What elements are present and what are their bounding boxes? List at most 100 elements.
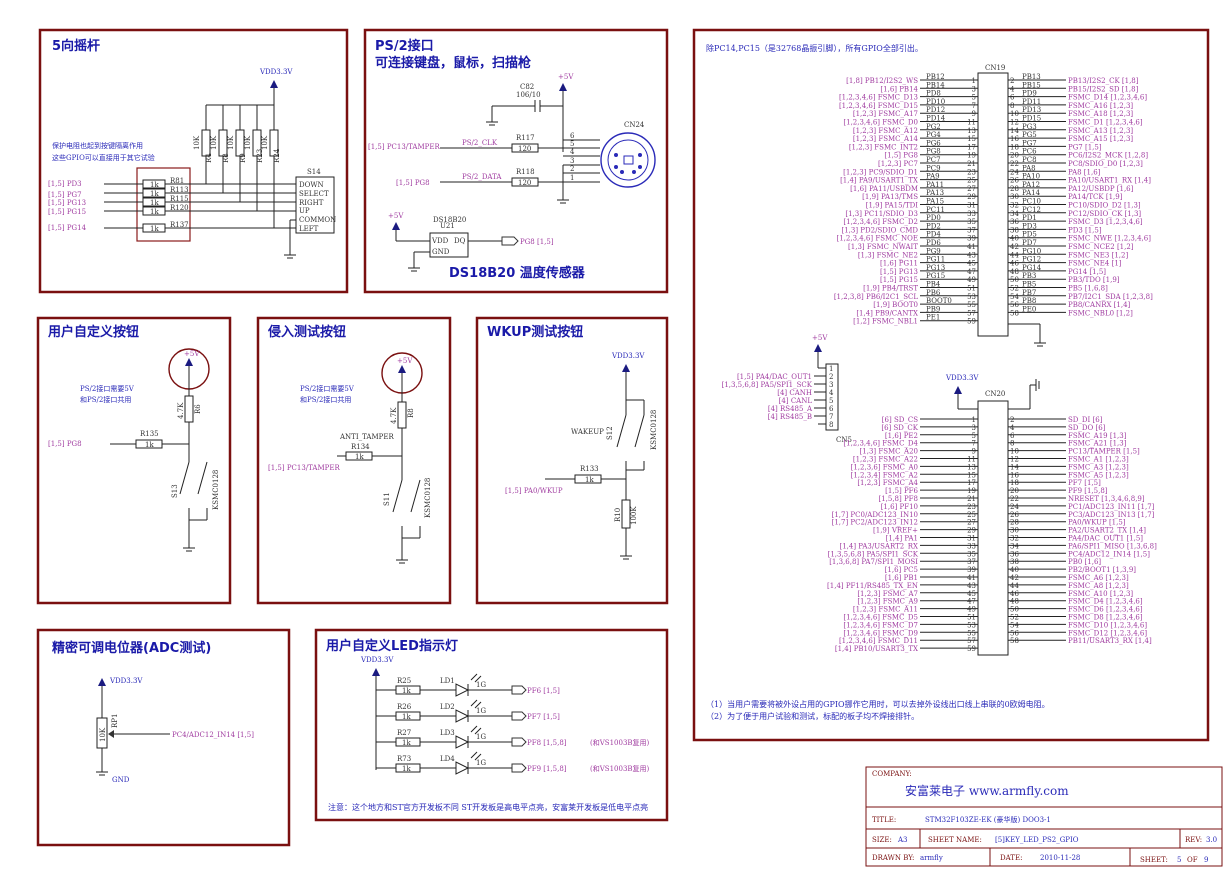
- conn-pin-even: 30: [1010, 193, 1019, 201]
- conn-left-label: [1,6] PB14: [880, 85, 918, 93]
- led-signal: PF8 [1,5,8]: [527, 739, 567, 747]
- joystick-pin: COMMON: [299, 216, 336, 224]
- conn-right-label: FSMC_D6 [1,2,3,4,6]: [1068, 606, 1143, 614]
- conn-pin-odd: 23: [967, 503, 976, 511]
- conn-pin-even: 36: [1010, 218, 1019, 226]
- conn-left-label: [1,2,3,4,6] FSMC_D4: [843, 440, 918, 448]
- tb-drawn: armfly: [920, 854, 943, 862]
- conn-right-label: PC8/SDIO_D0 [1,2,3]: [1068, 160, 1143, 168]
- cn5-label: [4] CANH: [777, 389, 812, 397]
- conn-pin-odd: 7: [972, 440, 976, 448]
- conn-left-net: BOOT0: [926, 297, 952, 305]
- ps2-pin: 1: [570, 174, 574, 182]
- cn5-pin: 5: [829, 397, 833, 405]
- conn-pin-even: 46: [1010, 260, 1019, 268]
- conn-right-label: PC13/TAMPER [1,5]: [1068, 448, 1140, 456]
- conn-right-net: PD15: [1022, 115, 1041, 123]
- conn-left-label: [1,2,3] FSMC_A22: [853, 456, 918, 464]
- conn-left-net: PB9: [926, 305, 940, 313]
- vcc-arrow-icon: [392, 222, 400, 230]
- conn-pin-odd: 41: [967, 243, 976, 251]
- res-value: 1k: [150, 199, 159, 207]
- conn-pin-even: 34: [1010, 210, 1019, 218]
- conn-pin-odd: 45: [967, 260, 976, 268]
- conn-right-label: FSMC_A15 [1,2,3]: [1068, 135, 1133, 143]
- userkey-rpull: R6: [194, 404, 202, 414]
- led-diode-icon: [455, 683, 470, 697]
- wakeup-rser: R133: [580, 465, 599, 473]
- conn-pin-odd: 37: [967, 226, 976, 234]
- conn-right-label: PA0/WKUP [1,5]: [1068, 519, 1126, 527]
- conn-right-label: PB15/I2S2_SD [1,8]: [1068, 85, 1139, 93]
- conn-pin-odd: 27: [967, 185, 976, 193]
- conn-right-label: FSMC_D12 [1,2,3,4,6]: [1068, 629, 1147, 637]
- userkey-note-1: PS/2接口需要5V: [80, 384, 135, 393]
- ds18b20-title: DS18B20 温度传感器: [449, 265, 586, 281]
- conn-right-net: PB13: [1022, 73, 1041, 81]
- conn-pin-even: 46: [1010, 590, 1019, 598]
- conn-pin-even: 14: [1010, 127, 1019, 135]
- ps2-pin: 6: [570, 132, 575, 140]
- tb-sheetname: [5]KEY_LED_PS2_GPIO: [995, 836, 1079, 844]
- vcc-arrow-icon: [559, 83, 567, 91]
- conn-left-net: PE1: [926, 314, 940, 322]
- conn-right-net: PA10: [1022, 173, 1040, 181]
- conn-pin-odd: 59: [967, 318, 976, 326]
- conn-pin-even: 50: [1010, 276, 1019, 284]
- conn-left-label: [1,3] PC11/SDIO_D3: [845, 210, 918, 218]
- conn-pin-even: 10: [1010, 448, 1019, 456]
- wakeup-net: WAKEUP: [571, 428, 604, 436]
- ps2-pin: 5: [570, 140, 574, 148]
- conn-left-label: [1,8] PB12/I2S2_WS: [846, 77, 918, 85]
- wakeup-switch: S12: [606, 426, 614, 440]
- gpio-top-note: 除PC14,PC15（是32768晶振引脚），所有GPIO全部引出。: [706, 43, 923, 53]
- res-value: 1k: [150, 190, 159, 198]
- conn-right-label: PB5 [1,6,8]: [1068, 285, 1108, 293]
- tamper-note-1: PS/2接口需要5V: [300, 384, 355, 393]
- led-signal: PF7 [1,5]: [527, 713, 560, 721]
- conn-left-label: [6] SD_CS: [882, 416, 918, 424]
- conn-right-label: PF7 [1,5]: [1068, 479, 1101, 487]
- signal-label: [1,5] PD3: [48, 180, 82, 188]
- conn-pin-odd: 17: [967, 143, 976, 151]
- conn-pin-even: 42: [1010, 243, 1019, 251]
- pullup-value: 10K: [193, 135, 201, 150]
- ps2-r2: R118: [516, 168, 535, 176]
- tb-date-label: DATE:: [1000, 854, 1022, 862]
- conn-pin-even: 4: [1010, 85, 1015, 93]
- conn-pin-odd: 33: [967, 542, 976, 550]
- conn-pin-even: 56: [1010, 301, 1019, 309]
- conn-right-label: FSMC_D4 [1,2,3,4,6]: [1068, 598, 1143, 606]
- led-vdd: VDD3.3V: [360, 656, 394, 664]
- ps2-subtitle: 可连接键盘，鼠标，扫描枪: [375, 55, 531, 71]
- tb-title-label: TITLE:: [872, 816, 896, 824]
- tb-size-label: SIZE:: [872, 836, 892, 844]
- conn-pin-odd: 57: [967, 309, 976, 317]
- conn-right-net: PG5: [1022, 131, 1037, 139]
- conn-pin-odd: 49: [967, 606, 976, 614]
- conn-pin-even: 56: [1010, 629, 1019, 637]
- conn-left-label: [1,2,3,6] FSMC_A0: [851, 463, 918, 471]
- ps2-dat-net: PS/2_DATA: [462, 173, 502, 181]
- led-resistor-value: 1k: [402, 765, 411, 773]
- conn-left-label: [1,4] PA9/USART1_TX: [840, 177, 918, 185]
- conn-left-net: PD10: [926, 98, 945, 106]
- conn-right-net: PC12: [1022, 206, 1041, 214]
- conn-left-net: PG13: [926, 264, 945, 272]
- conn-right-label: PC4/ADC12_IN14 [1,5]: [1068, 550, 1150, 558]
- conn-pin-odd: 5: [972, 432, 976, 440]
- conn-pin-even: 20: [1010, 152, 1019, 160]
- conn-right-label: PA10/USART1_RX [1,4]: [1068, 177, 1151, 185]
- conn-pin-odd: 55: [967, 629, 976, 637]
- userkey-rpull-value: 4.7K: [177, 402, 185, 419]
- conn-right-label: FSMC_NCE2 [1,2]: [1068, 243, 1134, 251]
- conn-pin-odd: 33: [967, 210, 976, 218]
- conn-pin-odd: 23: [967, 168, 976, 176]
- pullup-value: 10K: [244, 135, 252, 150]
- conn-right-label: PC6/I2S2_MCK [1,2,8]: [1068, 152, 1148, 160]
- conn-right-label: FSMC_NE3 [1,2]: [1068, 251, 1128, 259]
- conn-left-label: [1,3] FSMC_A20: [860, 448, 918, 456]
- conn-pin-odd: 1: [972, 416, 976, 424]
- conn-left-label: [1,2,3,4] FSMC_A2: [851, 471, 918, 479]
